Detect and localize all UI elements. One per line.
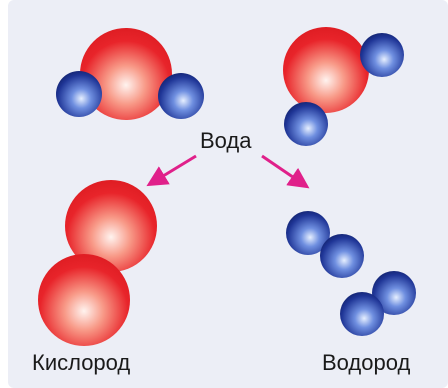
water-label: Вода <box>200 128 252 153</box>
hydrogen-atom <box>340 292 384 336</box>
oxygen-label: Кислород <box>32 350 131 375</box>
arrow-to-hydrogen <box>261 154 310 189</box>
oxygen-atom <box>283 27 369 113</box>
hydrogen-atom <box>372 271 416 315</box>
water-molecule-1 <box>56 28 204 120</box>
oxygen-atom <box>65 180 157 272</box>
oxygen-molecule <box>38 180 157 346</box>
arrow-to-oxygen <box>146 154 197 187</box>
hydrogen-atom <box>284 102 328 146</box>
hydrogen-molecule-1 <box>286 211 364 278</box>
oxygen-atom <box>38 254 130 346</box>
water-molecule-2 <box>283 27 404 146</box>
hydrogen-atom <box>158 73 204 119</box>
hydrogen-label: Водород <box>322 350 411 375</box>
hydrogen-atom <box>286 211 330 255</box>
hydrogen-molecule-2 <box>340 271 416 336</box>
hydrogen-atom <box>56 71 102 117</box>
oxygen-atom <box>80 28 172 120</box>
hydrogen-atom <box>360 33 404 77</box>
hydrogen-atom <box>320 234 364 278</box>
